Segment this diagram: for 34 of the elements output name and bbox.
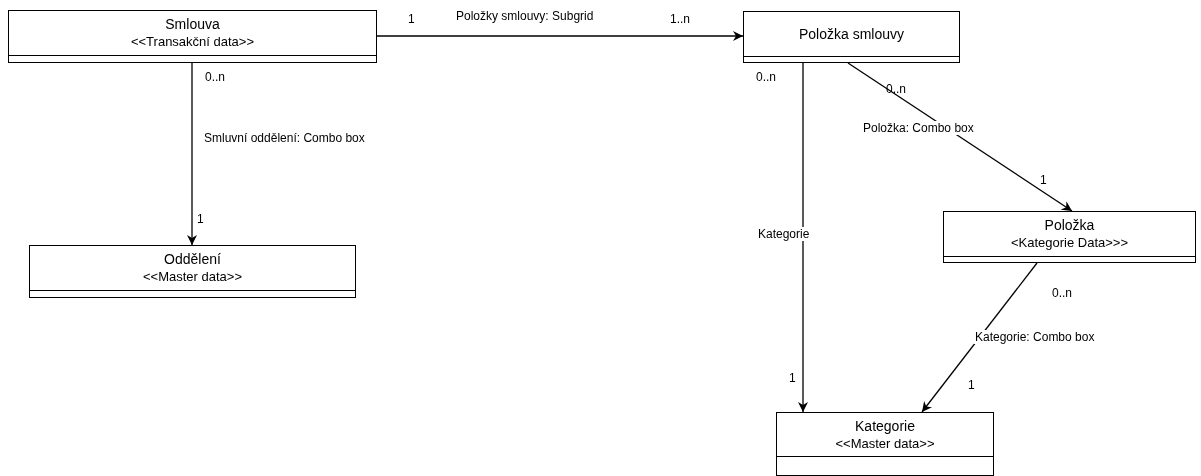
association-arrow — [921, 262, 1038, 413]
class-name: Položka — [1044, 217, 1095, 234]
class-name: Položka smlouvy — [798, 25, 904, 43]
edge-label: Smluvní oddělení: Combo box — [203, 131, 366, 145]
multiplicity-label: 1 — [197, 212, 204, 226]
edge-label: Položka: Combo box — [862, 121, 975, 135]
association-arrow — [847, 62, 1073, 212]
multiplicity-label: 1 — [1040, 173, 1047, 187]
stereotype-text: <<Master data>> — [835, 434, 935, 452]
multiplicity-label: 1..n — [670, 12, 690, 26]
edge-label: Kategorie — [757, 227, 811, 241]
edge-label: Položky smlouvy: Subgrid — [455, 9, 595, 23]
class-box — [743, 11, 960, 63]
class-name: Kategorie — [855, 417, 915, 435]
association-arrow — [187, 62, 197, 246]
multiplicity-label: 0..n — [886, 82, 906, 96]
class-name: Smlouva — [165, 16, 220, 33]
class-box — [8, 10, 377, 63]
multiplicity-label: 0..n — [205, 70, 225, 84]
multiplicity-label: 0..n — [756, 70, 776, 84]
association-arrow — [798, 62, 808, 413]
class-box — [943, 211, 1196, 263]
multiplicity-label: 1 — [789, 371, 796, 385]
class-name: Oddělení — [164, 251, 221, 268]
multiplicity-label: 0..n — [1052, 286, 1072, 300]
stereotype-text: <<Transakční data>> — [130, 33, 255, 50]
edge-label: Kategorie: Combo box — [974, 330, 1096, 344]
association-arrow — [376, 31, 744, 41]
stereotype-text: <Kategorie Data>>> — [1010, 234, 1129, 251]
multiplicity-label: 1 — [968, 378, 975, 392]
multiplicity-label: 1 — [408, 12, 415, 26]
stereotype-text: <<Master data>> — [143, 268, 242, 285]
class-box — [29, 245, 356, 298]
class-box — [776, 412, 994, 476]
